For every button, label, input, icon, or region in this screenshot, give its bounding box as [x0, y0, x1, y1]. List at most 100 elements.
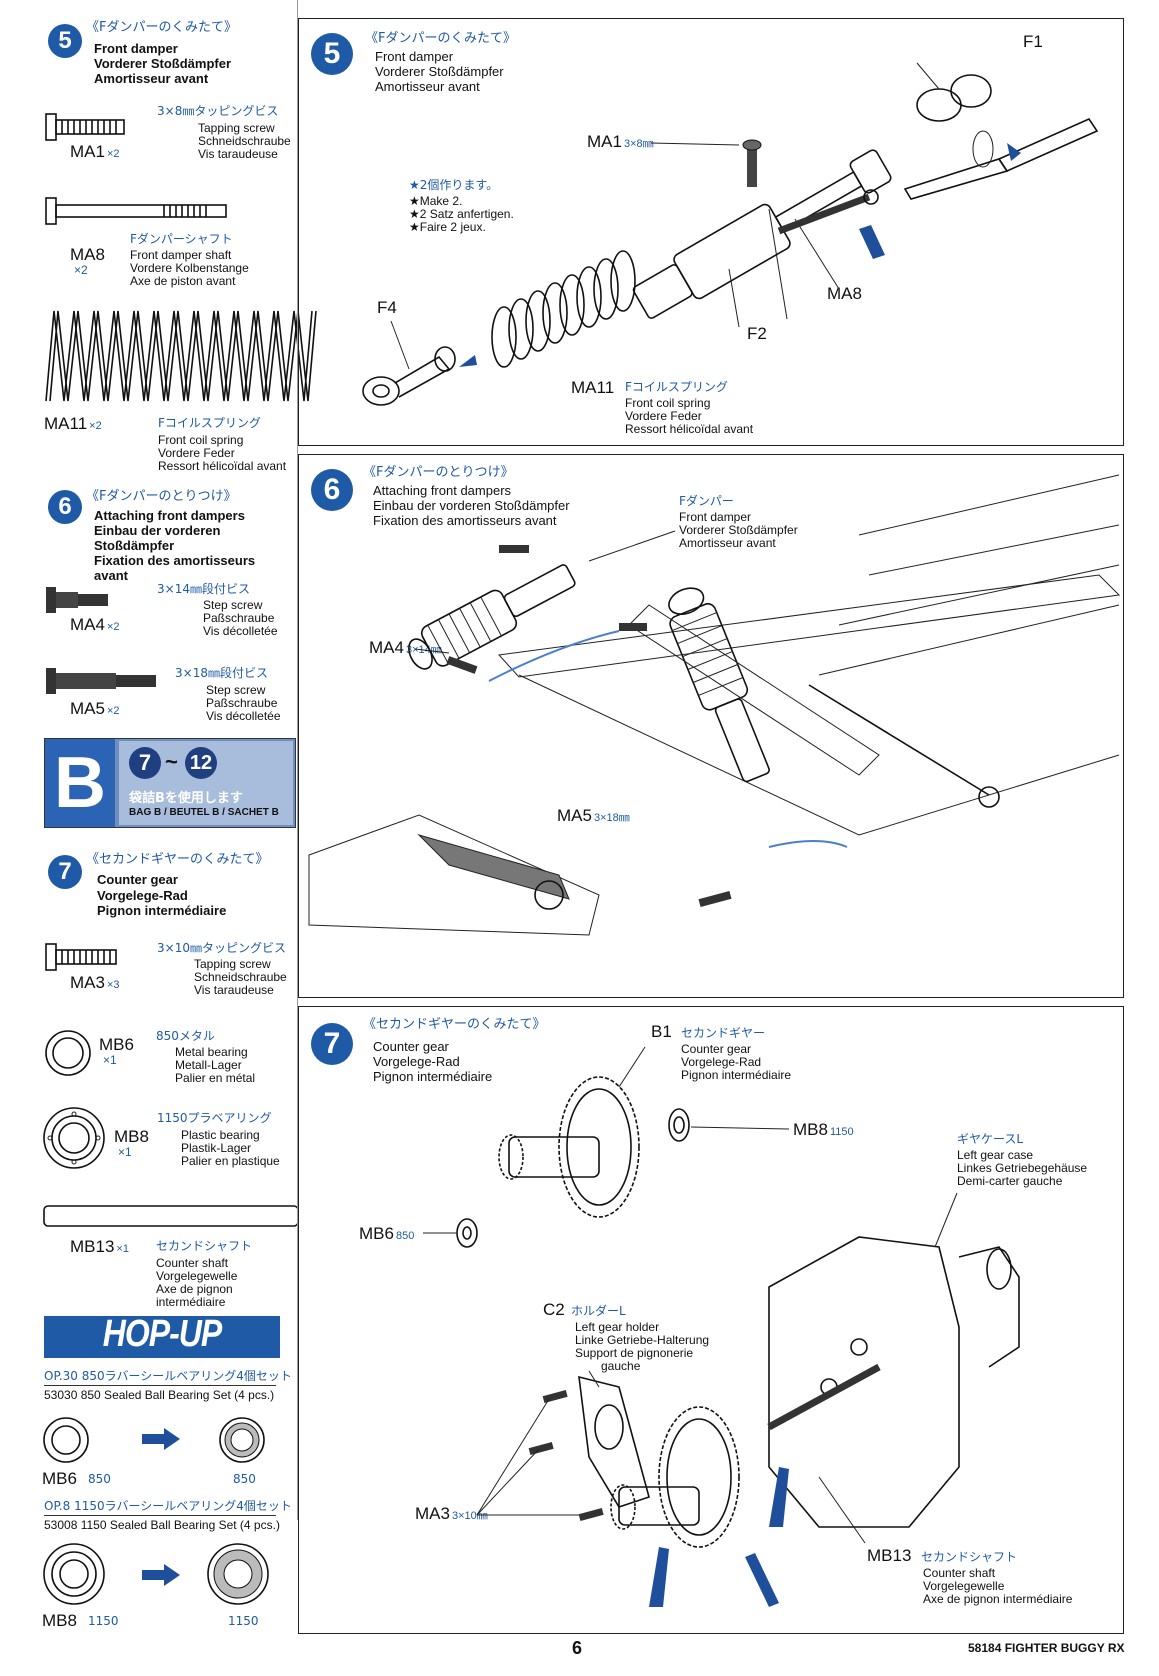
panel-6-de: Einbau der vorderen Stoßdämpfer: [373, 498, 570, 513]
bag-jp: 袋詰Bを使用します: [129, 791, 243, 806]
mb13-en: Counter shaft: [156, 1256, 229, 1270]
mb8-en: Plastic bearing: [181, 1128, 260, 1142]
ma8-fr: Axe de piston avant: [130, 274, 236, 288]
mb13-panel-en: Counter shaft: [923, 1566, 996, 1580]
panel-6-en: Attaching front dampers: [373, 483, 512, 498]
step-5-de-title: Vorderer Stoßdämpfer: [94, 56, 232, 71]
ma8-qty: ×2: [74, 263, 88, 277]
hopup-op8-en: 53008 1150 Sealed Ball Bearing Set (4 pc…: [44, 1518, 280, 1532]
op8-to-size: 1150: [228, 1614, 259, 1628]
step-5-en-title: Front damper: [94, 41, 178, 56]
label-f2: F2: [747, 324, 767, 343]
step-6-panel: 6 《Fダンパーのとりつけ》 Attaching front dampers E…: [298, 454, 1124, 998]
label-f1: F1: [1023, 32, 1043, 51]
ma11-en: Front coil spring: [158, 433, 244, 447]
ma3-de: Schneidschraube: [194, 970, 287, 984]
step-5-fr-title: Amortisseur avant: [94, 71, 209, 86]
ma5-en: Step screw: [206, 683, 266, 697]
step-7-panel: 7 《セカンドギヤーのくみたて》 Counter gear Vorgelege-…: [298, 1006, 1124, 1634]
front-damper-assembly-drawing: [362, 62, 1099, 406]
b1-fr: Pignon intermédiaire: [681, 1068, 792, 1082]
label-b1: B1: [651, 1022, 672, 1041]
ma11-de: Vordere Feder: [158, 446, 235, 460]
mb6-code: MB6: [99, 1035, 134, 1054]
label-ma11: MA11: [571, 378, 615, 397]
case-de: Linkes Getriebegehäuse: [957, 1161, 1088, 1175]
bag-b-banner: B 7 ~ 12 袋詰Bを使用します BAG B / BEUTEL B / SA…: [44, 738, 296, 828]
mb13-de: Vorgelegewelle: [156, 1269, 238, 1283]
hopup-op30-jp: OP.30 850ラバーシールベアリング4個セット: [44, 1369, 292, 1383]
mb6-en: Metal bearing: [175, 1045, 248, 1059]
panel-5-jp-title: 《Fダンパーのくみたて》: [365, 31, 516, 46]
step-5-panel: 5 《Fダンパーのくみたて》 Front damper Vorderer Sto…: [298, 18, 1124, 446]
column-divider: [297, 0, 298, 1520]
ma5-step-screw-icon: [46, 668, 156, 694]
spring-en: Front coil spring: [625, 396, 711, 410]
ma3-screw-icon: [45, 943, 117, 971]
op30-from-size: 850: [88, 1472, 111, 1486]
step-7-fr-title: Pignon intermédiaire: [97, 903, 227, 918]
mb13-fr-1: Axe de pignon: [156, 1282, 233, 1296]
ma1-code: MA1×2: [70, 142, 120, 161]
mb13-shaft-icon: [43, 1205, 299, 1227]
c2-de: Linke Getriebe-Halterung: [575, 1333, 710, 1347]
b1-en: Counter gear: [681, 1042, 752, 1056]
ma4-en: Step screw: [203, 598, 263, 612]
ma5-code: MA5×2: [70, 699, 120, 718]
step-6-jp-title: 《Fダンパーのとりつけ》: [86, 489, 237, 504]
make-2-de-note: ★2 Satz anfertigen.: [409, 207, 514, 221]
op8-from-code: MB8: [42, 1611, 77, 1630]
ma3-fr: Vis taraudeuse: [194, 983, 274, 997]
step-6-en-title-3: Stoßdämpfer: [94, 538, 175, 553]
mb6-qty: ×1: [103, 1053, 117, 1067]
ma4-de: Paßschraube: [203, 611, 275, 625]
damper-label-en: Front damper: [679, 510, 752, 524]
step-6-en-title-2: Einbau der vorderen: [94, 523, 221, 538]
panel-5-badge: 5: [311, 33, 353, 75]
op8-bearing-before-icon: [43, 1543, 105, 1605]
ma5-de: Paßschraube: [206, 696, 278, 710]
step-5-jp-title: 《Fダンパーのくみたて》: [86, 20, 237, 35]
spring-jp: Fコイルスプリング: [625, 380, 728, 394]
mb13-fr-2: intermédiaire: [156, 1295, 226, 1309]
ma4-fr: Vis décolletée: [203, 624, 278, 638]
bag-step-from: 7: [129, 747, 161, 779]
ma11-fr: Ressort hélicoïdal avant: [158, 459, 287, 473]
c2-en: Left gear holder: [575, 1320, 660, 1334]
ma1-de: Schneidschraube: [198, 134, 291, 148]
panel-6-jp-title: 《Fダンパーのとりつけ》: [363, 465, 514, 480]
panel-5-fr: Amortisseur avant: [375, 79, 480, 94]
ma8-de: Vordere Kolbenstange: [130, 261, 249, 275]
step-6-en-title-5: avant: [94, 568, 128, 583]
step-6-en-title-4: Fixation des amortisseurs: [94, 553, 256, 568]
step-7-en-title: Counter gear: [97, 872, 178, 887]
chassis-damper-install-drawing: [308, 474, 1121, 936]
hopup-op30-en: 53030 850 Sealed Ball Bearing Set (4 pcs…: [44, 1388, 275, 1402]
label-c2: C2: [543, 1300, 565, 1319]
damper-label-fr: Amortisseur avant: [679, 536, 776, 550]
op8-from-size: 1150: [88, 1614, 119, 1628]
mb8-bearing-icon: [43, 1107, 105, 1169]
panel-5-de: Vorderer Stoßdämpfer: [375, 64, 504, 79]
op30-from-code: MB6: [42, 1469, 77, 1488]
ma8-en: Front damper shaft: [130, 248, 232, 262]
op30-arrow-icon: [142, 1428, 180, 1450]
mb13-jp: セカンドシャフト: [156, 1239, 253, 1253]
ma1-jp: 3×8㎜タッピングビス: [157, 104, 279, 118]
ma5-fr: Vis décolletée: [206, 709, 281, 723]
c2-fr-1: Support de pignonerie: [575, 1346, 694, 1360]
step-7-badge: 7: [48, 855, 82, 889]
op30-bearing-after-icon: [219, 1417, 265, 1463]
bag-step-tilde: ~: [165, 749, 178, 774]
spring-de: Vordere Feder: [625, 409, 702, 423]
bag-letter: B: [45, 739, 115, 827]
op8-arrow-icon: [142, 1564, 180, 1586]
mb8-code: MB8: [114, 1127, 149, 1146]
bag-step-to: 12: [185, 747, 217, 779]
ma4-jp: 3×14㎜段付ビス: [157, 582, 250, 596]
hop-up-options-banner: HOP-UP OPTIONS: [44, 1311, 280, 1405]
panel-7-jp-title: 《セカンドギヤーのくみたて》: [363, 1017, 546, 1032]
